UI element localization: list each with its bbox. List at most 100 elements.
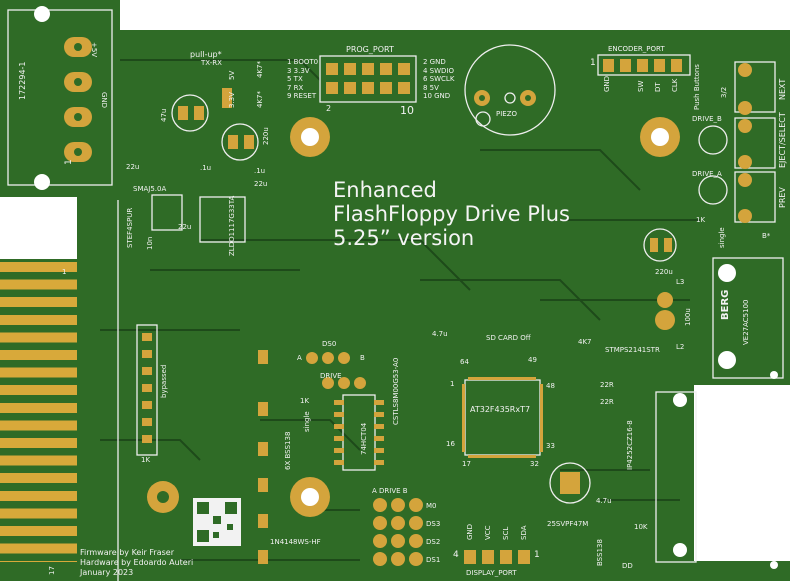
res-1k-right: 1K xyxy=(696,216,706,224)
bss-bottom: BSS138 xyxy=(596,539,604,566)
mcu-pin33: 33 xyxy=(546,442,555,450)
prog-port-num-10: 10 xyxy=(400,104,414,117)
prog-pin-gnd2: 10 GND xyxy=(423,92,451,100)
encoder-pin-clk: CLK xyxy=(671,78,679,92)
bss-transistors xyxy=(258,350,268,564)
battery-label: 25SVPF47M xyxy=(547,520,589,528)
regulator-label: ZLDO1117G33TA xyxy=(228,195,236,256)
smaj-label: SMAJ5.0A xyxy=(133,185,167,193)
display-pin-scl: SCL xyxy=(502,526,510,540)
ds0-b: B xyxy=(360,354,365,362)
prog-pin-rx: 7 RX xyxy=(287,83,304,92)
ds0-single: single xyxy=(303,411,311,432)
traces xyxy=(100,59,700,561)
mcu-pin1: 1 xyxy=(450,380,455,388)
mcu-pin32: 32 xyxy=(530,460,539,468)
drive-select-label: A DRIVE B xyxy=(372,487,408,495)
drive-b-label: DRIVE_B xyxy=(692,115,722,123)
piezo-label: PIEZO xyxy=(496,110,518,118)
mcu-pin49: 49 xyxy=(528,356,537,364)
credit-hardware: Hardware by Edoardo Auteri xyxy=(80,558,194,567)
ds0-label: DS0 xyxy=(322,340,337,348)
caps-electrolytic xyxy=(171,94,677,504)
power-connector-pads xyxy=(64,37,92,162)
credit-date: January 2023 xyxy=(80,568,134,577)
mount-hole xyxy=(34,174,50,190)
mount-hole xyxy=(34,6,50,22)
prog-port-pins xyxy=(326,63,410,94)
pullup-label: pull-up* xyxy=(190,50,222,59)
pullup-33v: 3.3V xyxy=(228,92,236,108)
pullup-sub: TX-RX xyxy=(201,59,222,67)
mcu-pin48: 48 xyxy=(546,382,555,390)
inductor-l2: L2 xyxy=(676,343,685,351)
b-star-label: B* xyxy=(762,232,771,240)
sd-cutout xyxy=(694,385,790,561)
ds0-jumper xyxy=(306,352,350,364)
berg-label: BERG xyxy=(720,289,731,320)
encoder-port-outline xyxy=(597,54,691,76)
berg-sub-label: VE27AC5100 xyxy=(742,299,750,346)
drive-sel-ds1: DS1 xyxy=(426,556,441,564)
encoder-pins xyxy=(603,59,682,72)
usb-crystal: CSTLS8M00G53-A0 xyxy=(392,357,400,425)
res-10k: 10K xyxy=(634,523,648,531)
buttons-ratio: 3/2 xyxy=(720,86,728,98)
piezo-outline xyxy=(464,44,556,136)
power-gnd-label: GND xyxy=(100,92,108,109)
cap-22u-a: 22u xyxy=(126,163,140,171)
pullup-5v: 5V xyxy=(228,70,236,80)
prog-pin-5v: 8 5V xyxy=(423,83,439,92)
prog-port-num-2: 2 xyxy=(326,104,332,113)
drive-sel-ds3: DS3 xyxy=(426,520,441,528)
display-num-1: 1 xyxy=(534,550,540,560)
button-prev-label[interactable]: PREV xyxy=(778,187,787,208)
ds0-res: 1K xyxy=(300,397,310,405)
bypass-header xyxy=(136,324,158,456)
button-eject-label[interactable]: EJECT/SELECT xyxy=(778,112,787,168)
display-port-pins xyxy=(464,550,530,564)
push-buttons-label: Push Buttons xyxy=(693,64,701,110)
prog-pin-tx: 5 TX xyxy=(287,75,303,83)
board-title: Enhanced FlashFloppy Drive Plus 5.25” ve… xyxy=(333,178,570,250)
cap-22u-b: 22u xyxy=(254,180,268,188)
inductor-l3: L3 xyxy=(676,278,685,286)
sdcard-label: SD CARD Off xyxy=(486,334,531,342)
regulator-outline xyxy=(199,196,246,243)
cap-100u: 100u xyxy=(684,308,692,326)
board-notch xyxy=(0,197,77,259)
pullup-r1: 4K7* xyxy=(256,61,264,78)
dd-label: DD xyxy=(622,562,633,570)
logic-chip xyxy=(342,394,376,471)
button-next-label[interactable]: NEXT xyxy=(778,78,787,100)
ic-side-label: IP4252CZ16-8 xyxy=(626,420,634,470)
bss-label: 6X BSS138 xyxy=(284,431,292,470)
berg-connector-outline xyxy=(712,257,784,379)
cap-220u-a: 220u xyxy=(262,127,270,145)
drive-a-led xyxy=(698,175,728,205)
mcu-pin16: 16 xyxy=(446,440,455,448)
prog-pin-swdio: 4 SWDIO xyxy=(423,66,455,75)
d1n-label: 1N4148WS-HF xyxy=(270,538,321,546)
res-22r-b: 22R xyxy=(600,398,614,406)
cap-47u: 47u xyxy=(160,108,168,122)
mcu-part: AT32F435RxT7 xyxy=(470,405,531,414)
display-pin-gnd: GND xyxy=(466,523,474,540)
bypass-label: bypassed xyxy=(160,364,168,398)
drive-sel-m0: M0 xyxy=(426,502,437,510)
encoder-port-label: ENCODER_PORT xyxy=(608,45,665,53)
drive-b-led xyxy=(698,125,728,155)
cap-220u-b: 220u xyxy=(655,268,673,276)
edge-pin17: 17 xyxy=(48,566,56,575)
credits: Firmware by Keir Fraser Hardware by Edoa… xyxy=(80,548,193,578)
ds0-a: A xyxy=(297,354,302,362)
pullup-r2: 4K7* xyxy=(256,91,264,108)
cap-47u-b: 4.7u xyxy=(596,497,612,505)
stef-label: STEF4SPUR xyxy=(126,207,134,248)
push-buttons xyxy=(734,61,776,223)
display-port-label: DISPLAY_PORT xyxy=(466,569,517,577)
prog-pin-reset: 9 RESET xyxy=(287,92,317,100)
power-part-label: 172294-1 xyxy=(18,61,27,100)
